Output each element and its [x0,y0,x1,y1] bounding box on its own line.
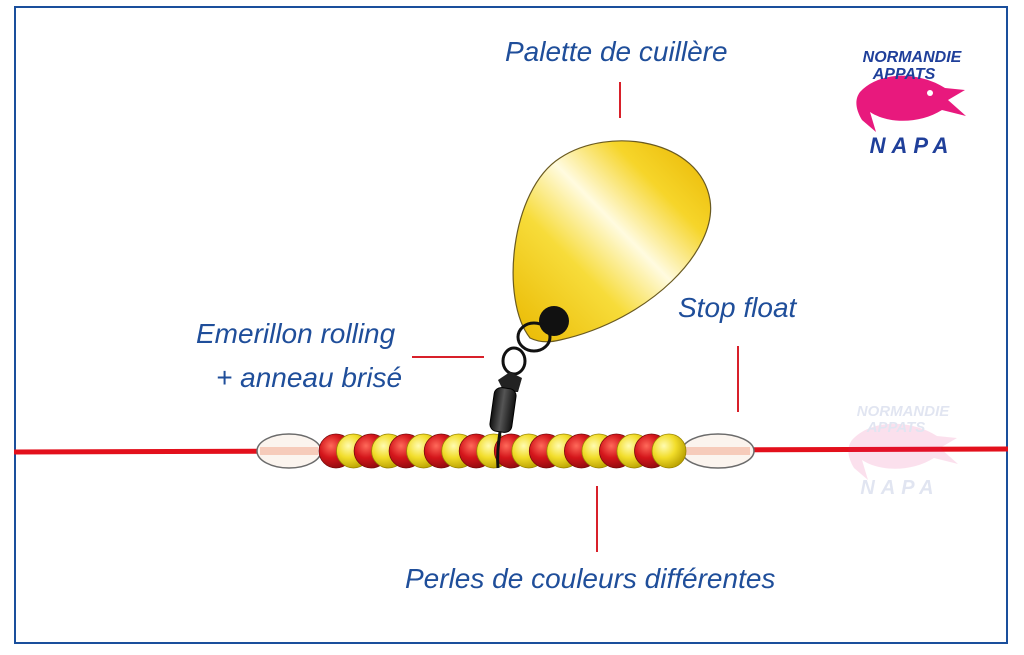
logo-line-3: NAPA [870,133,955,158]
bead-string [318,433,687,469]
logo-line-1: NORMANDIE [863,49,963,66]
stop-float-left [256,433,322,469]
logo-line-2: APPATS [872,66,936,83]
label-palette: Palette de cuillère [505,36,728,67]
label-perles: Perles de couleurs différentes [405,563,776,594]
label-emerillon-line-1: Emerillon rolling [196,318,396,349]
swivel-and-split-ring [489,321,552,469]
diagram-frame [14,6,1008,644]
watermark-line-3: NAPA [860,477,939,499]
watermark-logo: NORMANDIE APPATS NAPA [848,403,958,499]
label-emerillon-line-2: + anneau brisé [216,362,403,393]
stop-float-right [681,433,755,469]
watermark-line-2: APPATS [866,419,926,436]
watermark-line-1: NORMANDIE [857,403,950,420]
bead-yellow [651,433,687,469]
label-stop-float: Stop float [678,292,797,323]
normandie-appats-logo: NORMANDIE APPATS NAPA [856,49,966,158]
spinner-blade [512,140,712,343]
